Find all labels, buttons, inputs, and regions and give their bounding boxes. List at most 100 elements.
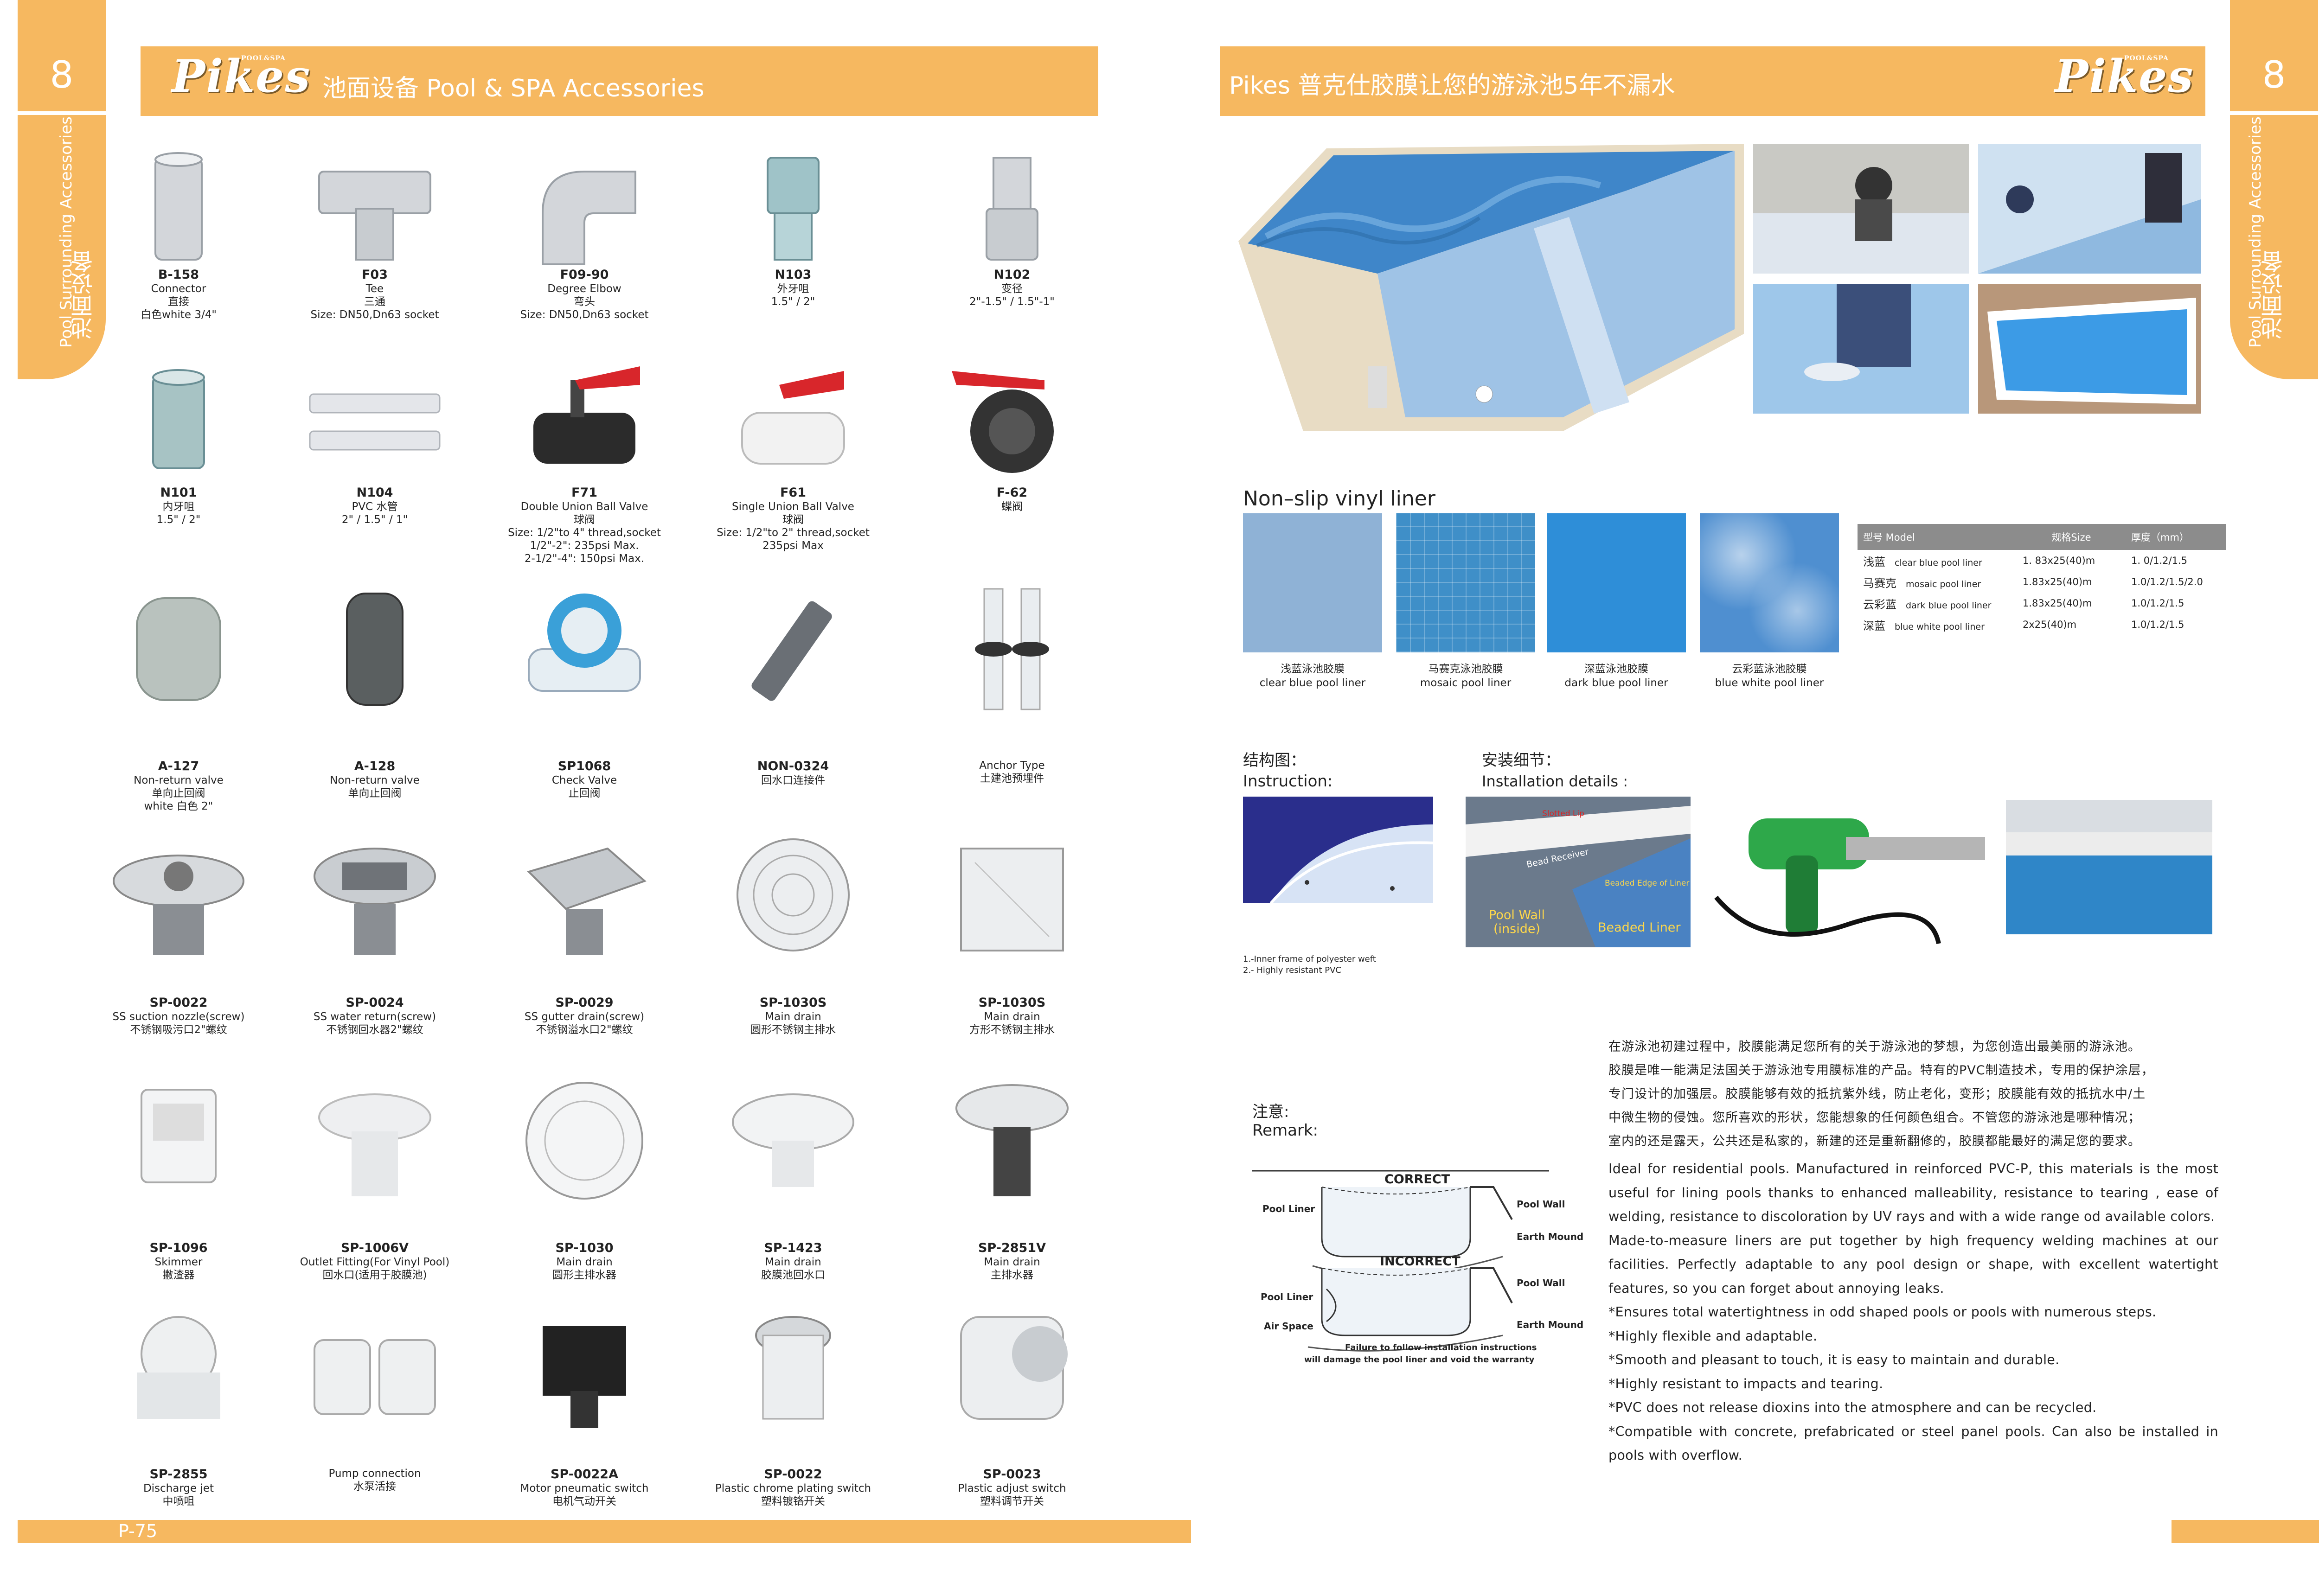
description-en-bullet: *Compatible with concrete, prefabricated…	[1608, 1424, 2218, 1463]
product-description-line: 土建池预埋件	[980, 772, 1044, 785]
product-code: B-158	[158, 268, 199, 282]
left-tab	[18, 0, 106, 111]
product-description-line: Size: DN50,Dn63 socket	[520, 309, 649, 321]
diagram-pool-liner-2: Pool Liner	[1261, 1291, 1313, 1302]
discharge-jet-icon	[109, 1298, 248, 1437]
right-logo-text: Pikes	[2055, 50, 2194, 102]
product-description-line: SS water return(screw)	[313, 1011, 436, 1023]
description-cn-line: 室内的还是露天，公共还是私家的，新建的还是重新翻修的，胶膜都能最好的满足您的要求…	[1608, 1134, 2141, 1149]
product-description-line: 圆形主排水器	[552, 1269, 616, 1281]
product-description-line: 不锈钢溢水口2"螺纹	[536, 1024, 633, 1036]
label-pool-wall: Pool Wall	[1489, 908, 1545, 922]
liner-heading: Non–slip vinyl liner	[1243, 487, 1435, 511]
square-drain-icon	[942, 830, 1082, 969]
spec-header-thickness: 厚度（mm）	[2126, 524, 2226, 550]
spec-model: 马赛克 mosaic pool liner	[1863, 576, 1981, 590]
product-description-line: 球阀	[782, 514, 804, 526]
liner-caption-en: clear blue pool liner	[1259, 677, 1366, 689]
spec-size: 2x25(40)m	[2023, 619, 2077, 630]
spec-header-size: 规格Size	[2017, 524, 2126, 550]
description-en-bullet: *Ensures total watertightness in odd sha…	[1608, 1304, 2157, 1320]
product-description-line: Main drain	[984, 1256, 1040, 1268]
liner-caption-cn: 浅蓝泳池胶膜	[1281, 663, 1345, 675]
right-header-title: Pikes 普克仕胶膜让您的游泳池5年不漏水	[1229, 72, 1675, 100]
product-description-line: 外牙咀	[777, 283, 809, 295]
product-description-line: Plastic chrome plating switch	[715, 1482, 871, 1494]
left-tab-number: 8	[50, 53, 74, 96]
product-description-line: 撇渣器	[162, 1269, 195, 1281]
spec-size: 1.83x25(40)m	[2023, 576, 2092, 587]
product-description-line: 塑料镀铬开关	[761, 1495, 825, 1507]
gutter-drain-icon	[515, 830, 654, 969]
spec-size: 1.83x25(40)m	[2023, 598, 2092, 609]
product-code: SP-1096	[149, 1241, 208, 1255]
product-description-line: Non-return valve	[330, 774, 420, 786]
liner-edge-image	[2006, 800, 2212, 934]
product-description-line: 主排水器	[991, 1269, 1033, 1281]
diagram-air-space: Air Space	[1264, 1321, 1313, 1332]
product-description-line: white 白色 2"	[144, 800, 213, 812]
description-cn-line: 胶膜是唯一能满足法国关于游泳池专用膜标准的产品。特有的PVC制造技术，专用的保护…	[1608, 1063, 2154, 1078]
spec-header-model: 型号 Model	[1858, 524, 2017, 550]
install-photo-4	[1978, 284, 2201, 414]
product-description-line: Outlet Fitting(For Vinyl Pool)	[300, 1256, 450, 1268]
liner-caption-cn: 深蓝泳池胶膜	[1584, 663, 1648, 675]
structure-note-2: 2.- Highly resistant PVC	[1243, 965, 1341, 975]
left-header-bar	[141, 46, 1098, 116]
install-photo-2	[1978, 144, 2201, 274]
spec-row: 马赛克 mosaic pool liner 1.83x25(40)m 1.0/1.2…	[1858, 571, 2226, 593]
product-code: F03	[361, 268, 388, 282]
left-header-title: 池面设备 Pool & SPA Accessories	[322, 75, 705, 102]
right-side-strip	[2230, 115, 2318, 379]
description-en: Ideal for residential pools. Manufacture…	[1608, 1157, 2218, 1468]
pvc-pipe-icon	[305, 352, 444, 492]
product-description-line: 1.5" / 2"	[156, 514, 201, 526]
product-code: SP1068	[557, 759, 611, 773]
product-description-line: Connector	[151, 283, 206, 295]
product-description-line: 直接	[168, 296, 189, 308]
product-description-line: 1.5" / 2"	[771, 296, 815, 308]
product-description-line: 蝶阀	[1001, 501, 1023, 513]
female-adapter-icon	[109, 352, 248, 492]
chrome-switch-icon	[724, 1298, 863, 1437]
description-en-bullet: *Highly resistant to impacts and tearing…	[1608, 1376, 1883, 1392]
spec-thickness: 1.0/1.2/1.5	[2131, 598, 2184, 609]
adjust-switch-icon	[942, 1298, 1082, 1437]
label-beaded-liner: Beaded Liner	[1598, 920, 1681, 935]
liner-caption: 浅蓝泳池胶膜 clear blue pool liner	[1238, 662, 1387, 690]
product-description-line: 单向止回阀	[348, 787, 402, 799]
description-en-paragraph: Made-to-measure liners are put together …	[1608, 1232, 2218, 1296]
left-footer-bar	[18, 1520, 1191, 1543]
diagram-pool-wall-1: Pool Wall	[1517, 1199, 1565, 1210]
install-label-en: Installation details :	[1482, 772, 1628, 790]
product-code: N103	[775, 268, 812, 282]
product-code: N101	[160, 485, 197, 500]
product-description-line: Plastic adjust switch	[958, 1482, 1066, 1494]
product-code: SP-0029	[555, 996, 614, 1010]
product-description-line: 胶膜池回水口	[761, 1269, 825, 1281]
product-description-line: SS gutter drain(screw)	[524, 1011, 645, 1023]
return-connector-icon	[724, 580, 863, 719]
product-code: N102	[993, 268, 1031, 282]
check-valve-clear-icon	[515, 580, 654, 719]
product-description-line: 235psi Max	[762, 540, 824, 552]
product-code: A-128	[354, 759, 396, 773]
description-en-bullet: *Highly flexible and adaptable.	[1608, 1328, 1818, 1344]
right-logo-tag: POOL&SPA	[2124, 55, 2169, 62]
spec-thickness: 1.0/1.2/1.5/2.0	[2131, 576, 2203, 587]
product-code: N104	[356, 485, 393, 500]
